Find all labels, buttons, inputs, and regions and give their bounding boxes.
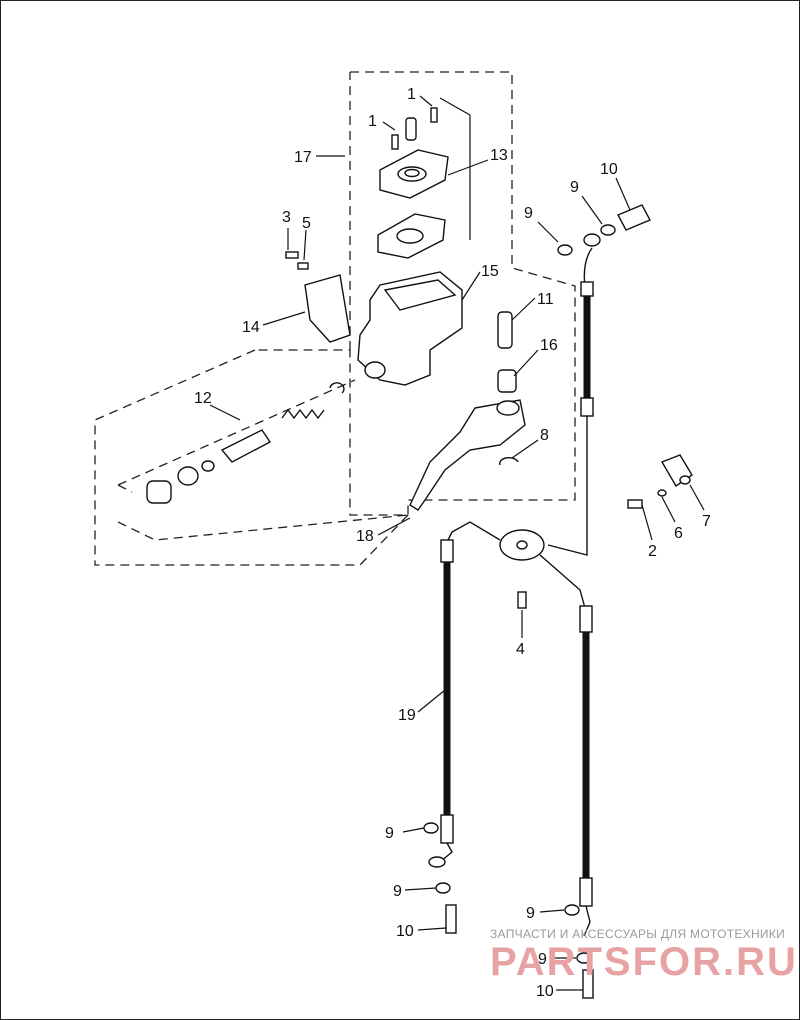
- upper-brake-line: [547, 247, 594, 556]
- callout-1-left: 1: [368, 113, 377, 130]
- piston-spring: [281, 408, 325, 420]
- right-washer-lower: [576, 952, 592, 964]
- lever-group-outline: [94, 349, 409, 566]
- callout-4: 4: [516, 641, 525, 658]
- callout-3: 3: [282, 209, 291, 226]
- callout-13: 13: [490, 147, 508, 164]
- pivot-pin: [497, 311, 513, 349]
- callout-6: 6: [674, 525, 683, 542]
- callout-17: 17: [294, 149, 312, 166]
- right-washer-upper: [564, 904, 580, 916]
- reservoir-cover: [379, 149, 449, 199]
- callout-16: 16: [540, 337, 558, 354]
- master-cylinder-group-outline: [117, 379, 409, 541]
- callout-14: 14: [242, 319, 260, 336]
- banjo-bolt-top: [617, 204, 651, 231]
- left-brake-hose: [428, 539, 454, 868]
- banjo-washer-top-left: [557, 244, 573, 256]
- reservoir-diaphragm: [377, 213, 446, 259]
- callout-5: 5: [302, 215, 311, 232]
- reservoir-group-outline: [255, 71, 576, 516]
- callout-9-top-left: 9: [524, 205, 533, 222]
- piston-boot: [146, 480, 172, 504]
- handlebar-clamp: [304, 274, 351, 343]
- spring-clip: [329, 382, 345, 394]
- callout-1-right: 1: [407, 86, 416, 103]
- master-cylinder-body: [357, 271, 463, 386]
- junction-block: [447, 521, 586, 609]
- callout-8: 8: [540, 427, 549, 444]
- watermark-subtitle: ЗАПЧАСТИ И АКСЕССУАРЫ ДЛЯ МОТОТЕХНИКИ: [490, 927, 785, 941]
- callout-9-left-upper: 9: [385, 825, 394, 842]
- retaining-ring: [498, 456, 519, 466]
- callout-9-right-lower: 9: [538, 951, 547, 968]
- hose-clamp: [660, 454, 693, 488]
- clamp-screw: [285, 251, 309, 270]
- pivot-bushing: [497, 369, 517, 393]
- callout-15: 15: [481, 263, 499, 280]
- callout-9-top-right: 9: [570, 179, 579, 196]
- watermark-brand: PARTSFOR.RU: [490, 940, 798, 984]
- right-banjo-bolt: [582, 969, 594, 999]
- callout-10-top: 10: [600, 161, 618, 178]
- callout-9-left-lower: 9: [393, 883, 402, 900]
- clamp-washer: [657, 489, 667, 497]
- brake-lever: [409, 399, 526, 511]
- callout-10-right: 10: [536, 983, 554, 1000]
- callout-12: 12: [194, 390, 212, 407]
- callout-2: 2: [648, 543, 657, 560]
- banjo-washer-top-right: [600, 224, 616, 236]
- cover-screws: [391, 107, 438, 150]
- piston-o-ring: [201, 460, 215, 472]
- callout-11: 11: [537, 291, 554, 308]
- callout-10-left: 10: [396, 923, 414, 940]
- right-brake-hose: [579, 605, 593, 937]
- callout-18: 18: [356, 528, 374, 545]
- callout-19: 19: [398, 707, 416, 724]
- banjo-fitting-top: [583, 233, 601, 247]
- piston: [220, 429, 272, 463]
- clamp-bolt: [627, 499, 643, 509]
- junction-screw: [517, 591, 527, 609]
- callout-7: 7: [702, 513, 711, 530]
- left-washer-upper: [423, 822, 439, 834]
- left-banjo-bolt: [445, 904, 457, 934]
- callout-9-right-upper: 9: [526, 905, 535, 922]
- left-washer-lower: [435, 882, 451, 894]
- piston-seal: [177, 466, 199, 486]
